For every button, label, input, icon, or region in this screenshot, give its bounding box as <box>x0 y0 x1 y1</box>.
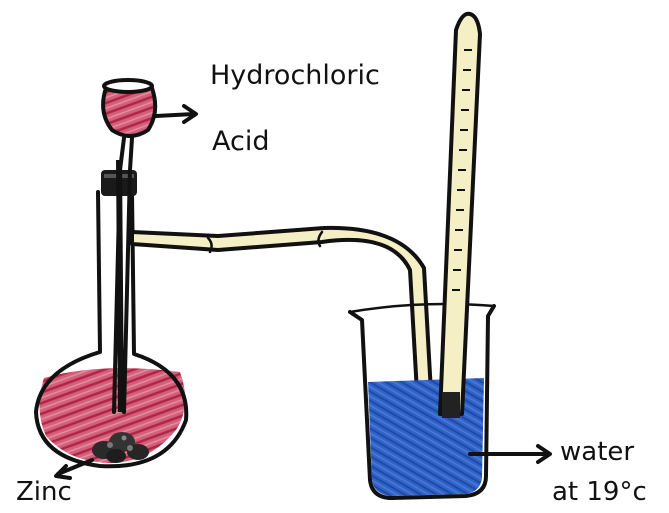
label-water-line1: water <box>560 437 634 467</box>
collection-tube-fill <box>440 14 480 414</box>
flask <box>36 170 186 466</box>
label-acid-line2: Acid <box>212 126 269 157</box>
acid-arrow <box>156 106 196 122</box>
label-water-line2: at 19°c <box>552 477 647 507</box>
gas-collection-tube <box>440 14 480 418</box>
zinc-arrow <box>56 460 92 478</box>
beaker-water <box>368 378 484 496</box>
label-zinc: Zinc <box>16 477 72 507</box>
label-acid-line1: Hydrochloric <box>210 60 380 91</box>
